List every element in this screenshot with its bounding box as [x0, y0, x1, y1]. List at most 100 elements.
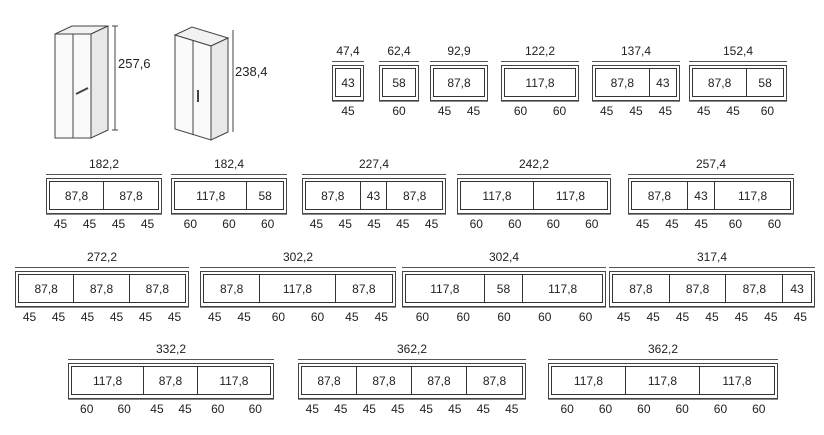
dimension-line: [501, 61, 579, 62]
wardrobe-units: 43: [335, 68, 361, 97]
configuration-width-label: 362,2: [396, 342, 428, 356]
dimension-line: [200, 267, 396, 268]
module-width-label: 45: [208, 310, 222, 324]
module-width-label: 45: [51, 310, 66, 324]
module-width-label: 45: [599, 104, 614, 118]
configuration-width-label: 137,4: [620, 44, 652, 58]
configuration-width-label: 47,4: [336, 44, 360, 58]
module-width-label: 45: [338, 217, 352, 231]
wardrobe-units: 117,8 58: [174, 181, 284, 210]
unit-width-label: 87,8: [447, 75, 471, 90]
unit-width-label: 87,8: [482, 373, 507, 388]
dimension-line: [302, 174, 446, 175]
unit-width-label: 43: [341, 75, 355, 90]
module-width-label: 45: [362, 402, 376, 416]
unit-width-label: 43: [361, 182, 388, 209]
unit-width-label: 58: [258, 188, 272, 203]
module-width-label: 60: [598, 402, 613, 416]
module-width-label: 45: [665, 217, 679, 231]
module-width-label: 45: [424, 217, 439, 231]
unit-width-label: 117,8: [175, 182, 248, 209]
unit-width-label: 87,8: [402, 188, 427, 203]
dimension-line: [402, 267, 606, 268]
module-width-label: 45: [150, 402, 164, 416]
configuration-width-label: 62,4: [387, 44, 411, 58]
dimension-line: [457, 174, 611, 175]
configuration-width-label: 242,2: [518, 157, 550, 171]
module-width-label: 45: [138, 310, 153, 324]
module-width-label: 60: [392, 104, 406, 118]
module-width-label: 45: [697, 104, 711, 118]
module-width-label: 45: [476, 402, 490, 416]
module-width-label: 45: [764, 310, 778, 324]
dimension-line: [430, 61, 488, 62]
configuration-width-label: 92,9: [447, 44, 471, 58]
unit-width-label: 117,8: [72, 367, 145, 394]
unit-width-label: 87,8: [74, 275, 130, 302]
unit-width-label: 117,8: [555, 188, 586, 203]
wardrobe-tall-drawing: [54, 25, 118, 139]
module-width-label: 45: [80, 310, 95, 324]
unit-width-label: 117,8: [552, 367, 626, 394]
module-width-label: 60: [752, 402, 766, 416]
configuration-width-label: 332,2: [155, 342, 187, 356]
configuration-width-label: 227,4: [358, 157, 390, 171]
module-width-label: 45: [396, 217, 410, 231]
unit-width-label: 117,8: [260, 275, 336, 302]
module-width-label: 60: [260, 217, 275, 231]
unit-width-label: 58: [758, 75, 772, 90]
dimension-line: [332, 61, 364, 62]
module-width-label: 60: [117, 402, 131, 416]
module-width-label: 45: [309, 217, 324, 231]
module-width-label: 60: [497, 310, 511, 324]
module-width-label: 60: [713, 402, 728, 416]
module-width-label: 45: [675, 310, 690, 324]
module-width-label: 60: [560, 402, 574, 416]
module-width-label: 45: [334, 402, 348, 416]
unit-width-label: 87,8: [670, 275, 727, 302]
configuration-width-label: 362,2: [647, 342, 679, 356]
unit-width-label: 117,8: [525, 75, 555, 90]
configuration-width-label: 302,4: [488, 250, 520, 264]
dimension-line: [628, 174, 794, 175]
module-width-label: 45: [694, 217, 708, 231]
unit-width-label: 87,8: [119, 188, 143, 203]
unit-width-label: 87,8: [613, 275, 670, 302]
module-width-label: 45: [178, 402, 192, 416]
wardrobe-front: 87,8: [430, 65, 488, 101]
module-width-label: 60: [760, 104, 775, 118]
unit-width-label: 87,8: [306, 182, 361, 209]
module-width-label: 60: [637, 402, 651, 416]
dimension-line: [548, 359, 778, 360]
module-width-label: 45: [345, 310, 359, 324]
configuration-width-label: 302,2: [282, 250, 314, 264]
module-widths-row: 60: [379, 104, 419, 118]
module-width-label: 45: [109, 310, 124, 324]
wardrobe-front: 117,8 58: [171, 178, 287, 214]
unit-width-label: 43: [688, 182, 716, 209]
module-width-label: 45: [629, 104, 643, 118]
unit-width-label: 43: [790, 281, 804, 296]
